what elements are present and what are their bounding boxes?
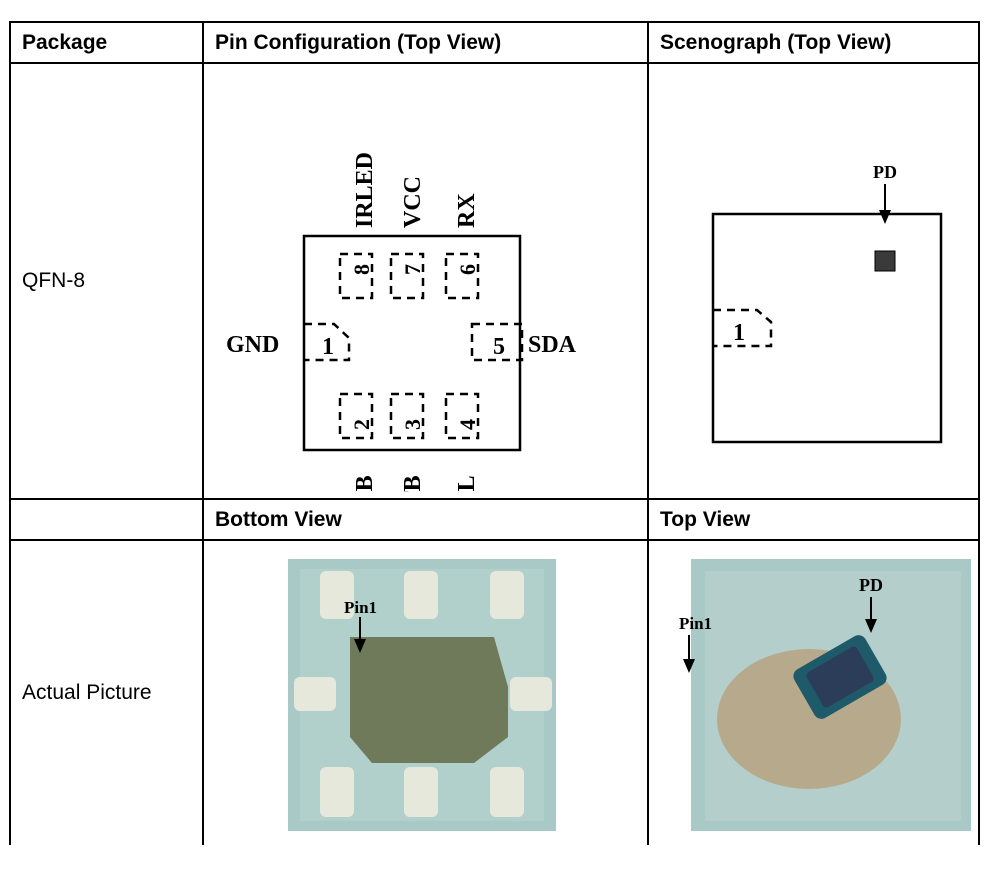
bottom-pad (320, 571, 354, 619)
header-pin-configuration: Pin Configuration (Top View) (202, 21, 649, 64)
top-view-photo-cell: PD Pin1 (647, 539, 980, 845)
pad-8 (338, 252, 374, 300)
pin-number-1: 1 (322, 334, 334, 360)
pin-label-sdb: SDB (352, 475, 378, 492)
bottom-pad (490, 767, 524, 817)
pad-6 (444, 252, 480, 300)
scenograph-cell: PD 1 (647, 62, 980, 500)
package-table: Package Pin Configuration (Top View) Sce… (9, 21, 980, 845)
top-pin1-arrow-head (683, 659, 695, 673)
package-name: QFN-8 (9, 62, 204, 500)
header-row: Package Pin Configuration (Top View) Sce… (9, 21, 980, 64)
pin-number-3: 3 (400, 419, 425, 430)
bottom-pad (510, 677, 552, 711)
pin-configuration-cell: IRLED VCC RX 8 7 6 1 GND 5 SDA (202, 62, 649, 534)
pin-label-gnd: GND (226, 332, 279, 358)
subheader-bottom-view: Bottom View (202, 498, 649, 541)
top-pd-arrow-head (865, 619, 877, 633)
pad-2 (338, 392, 374, 440)
pin-label-intb: INTB (400, 475, 426, 492)
bottom-view-photo: Pin1 (288, 559, 556, 831)
pin-number-2: 2 (349, 419, 374, 430)
scenograph-diagram: PD 1 (711, 162, 943, 444)
pin-number-5: 5 (493, 334, 505, 360)
pad-3 (389, 392, 425, 440)
scenograph-body (711, 212, 943, 444)
scenograph-pad-1 (713, 308, 773, 348)
subheader-empty (9, 498, 204, 541)
header-scenograph: Scenograph (Top View) (647, 21, 980, 64)
exposed-pad (350, 637, 508, 763)
pad-7 (389, 252, 425, 300)
pin-label-vcc: VCC (400, 176, 426, 228)
row-qfn8: QFN-8 IRLED VCC RX 8 7 6 1 GND (9, 62, 980, 534)
photodiode (874, 250, 896, 272)
header-package: Package (9, 21, 204, 64)
pad-4 (444, 392, 480, 440)
actual-picture-label: Actual Picture (9, 539, 204, 845)
pin-label-rx: RX (454, 193, 480, 228)
bottom-pad (490, 571, 524, 619)
row-actual-picture: Actual Picture Pin1 (9, 539, 980, 845)
pin-label-scl: SCL (454, 475, 480, 492)
subheader-row: Bottom View Top View (9, 498, 980, 541)
pd-arrow-head (879, 210, 891, 224)
bottom-pad (404, 571, 438, 619)
top-pd-label: PD (859, 575, 883, 595)
pd-chip-die (806, 646, 874, 708)
pin-configuration-diagram: IRLED VCC RX 8 7 6 1 GND 5 SDA (226, 152, 577, 534)
top-pin1-label: Pin1 (679, 614, 712, 633)
bottom-view-photo-cell: Pin1 (202, 539, 649, 845)
top-view-photo: PD Pin1 (679, 559, 971, 831)
scenograph-pin-number-1: 1 (733, 320, 745, 346)
bottom-pin1-arrow-head (354, 639, 366, 653)
pin-number-7: 7 (400, 264, 425, 275)
pin-number-6: 6 (455, 264, 480, 275)
bottom-pad (294, 677, 336, 711)
pin-label-irled: IRLED (352, 152, 378, 228)
pd-label: PD (873, 162, 897, 182)
pin-label-sda: SDA (528, 332, 577, 358)
subheader-top-view: Top View (647, 498, 980, 541)
pad-5 (470, 322, 524, 362)
bottom-pad (404, 767, 438, 817)
bottom-pin1-label: Pin1 (344, 598, 377, 617)
top-clip (0, 0, 990, 10)
package-body (302, 234, 522, 452)
pad-1 (304, 322, 351, 362)
pin-number-8: 8 (349, 264, 374, 275)
bottom-pad (320, 767, 354, 817)
pin-number-4: 4 (455, 419, 480, 430)
